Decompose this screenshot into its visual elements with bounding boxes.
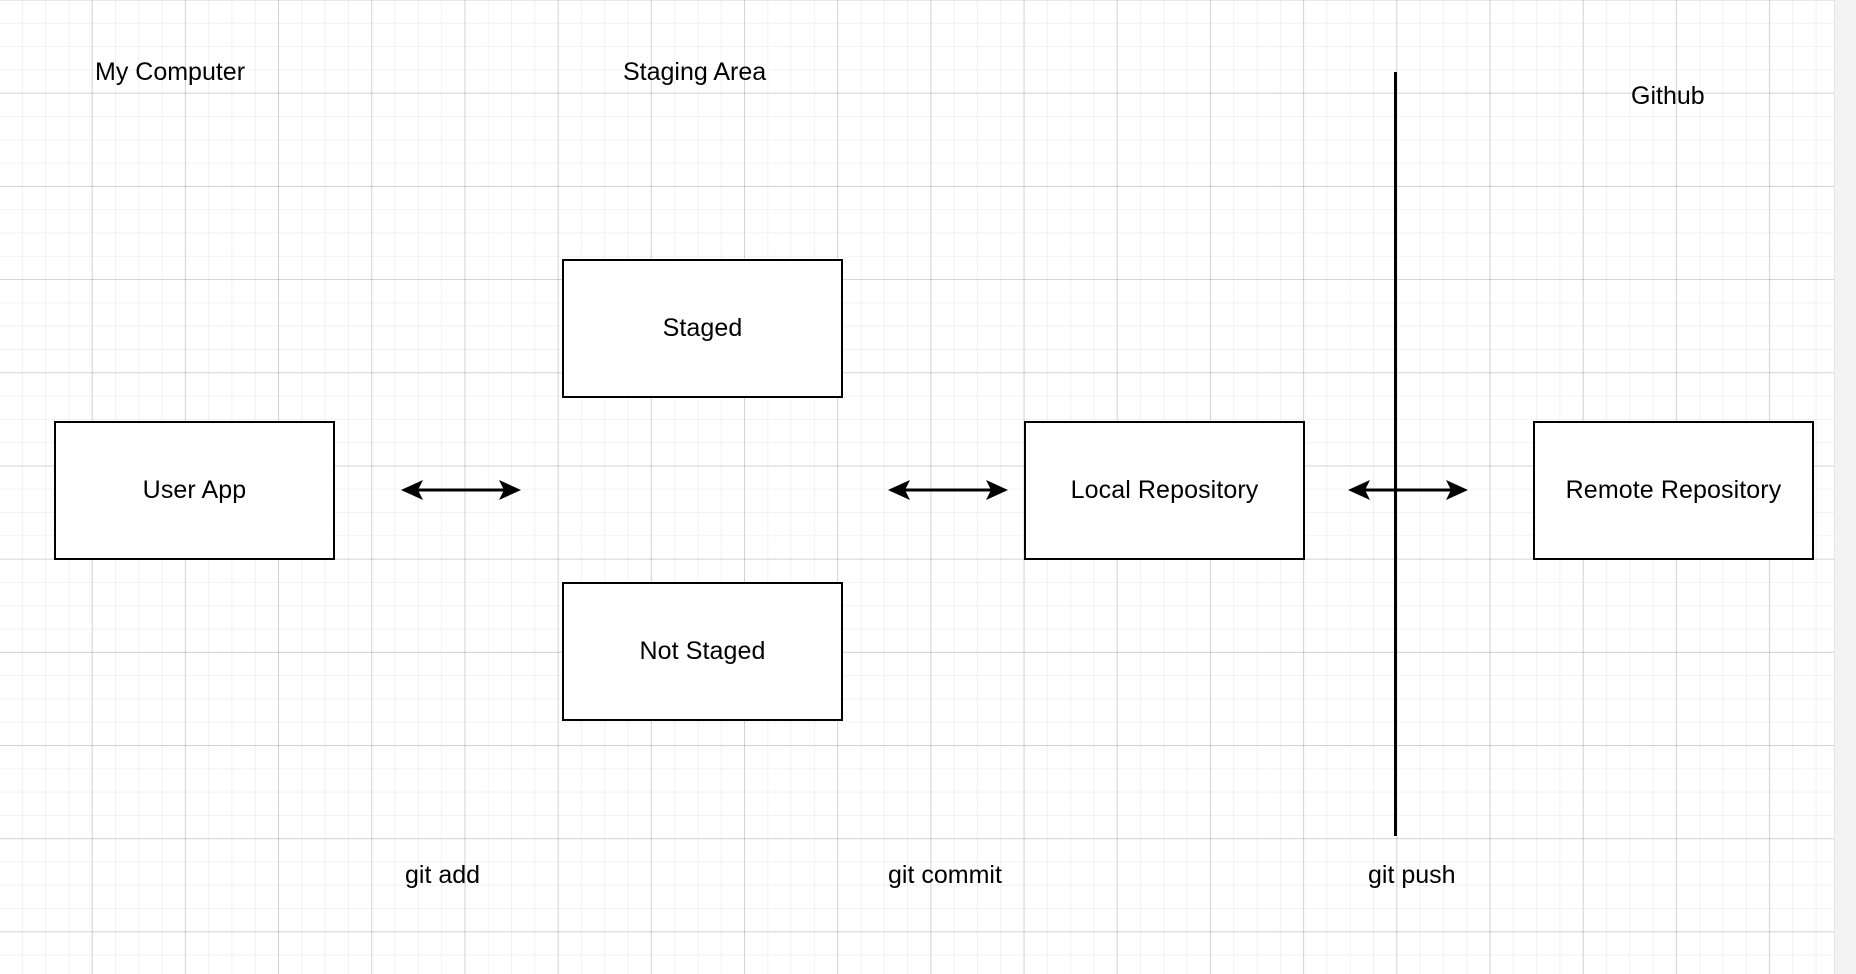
arrowhead-right-icon [499, 480, 521, 500]
node-remote-repository[interactable]: Remote Repository [1533, 421, 1814, 560]
node-staged[interactable]: Staged [562, 259, 843, 398]
connector-staging-to-local-repository[interactable] [888, 470, 1008, 510]
connector-user-app-to-staging[interactable] [401, 470, 521, 510]
connector-label-git-push: git push [1368, 861, 1456, 889]
node-remote-repository-label: Remote Repository [1565, 475, 1782, 504]
github-boundary-divider [1394, 72, 1397, 836]
node-not-staged-label: Not Staged [639, 636, 766, 665]
node-local-repository-label: Local Repository [1070, 475, 1259, 504]
node-user-app-label: User App [142, 475, 247, 504]
arrowhead-left-icon [888, 480, 910, 500]
node-not-staged[interactable]: Not Staged [562, 582, 843, 721]
node-staged-label: Staged [662, 313, 743, 342]
arrowhead-right-icon [1446, 480, 1468, 500]
arrowhead-right-icon [986, 480, 1008, 500]
zone-label-staging-area: Staging Area [623, 58, 767, 86]
vertical-scrollbar-track[interactable] [1834, 0, 1856, 974]
connector-label-git-add: git add [405, 861, 481, 889]
node-local-repository[interactable]: Local Repository [1024, 421, 1305, 560]
connector-local-to-remote-repository[interactable] [1348, 470, 1468, 510]
zone-label-github: Github [1631, 82, 1705, 110]
arrowhead-left-icon [401, 480, 423, 500]
arrowhead-left-icon [1348, 480, 1370, 500]
connector-label-git-commit: git commit [888, 861, 1002, 889]
zone-label-my-computer: My Computer [95, 58, 246, 86]
node-user-app[interactable]: User App [54, 421, 335, 560]
